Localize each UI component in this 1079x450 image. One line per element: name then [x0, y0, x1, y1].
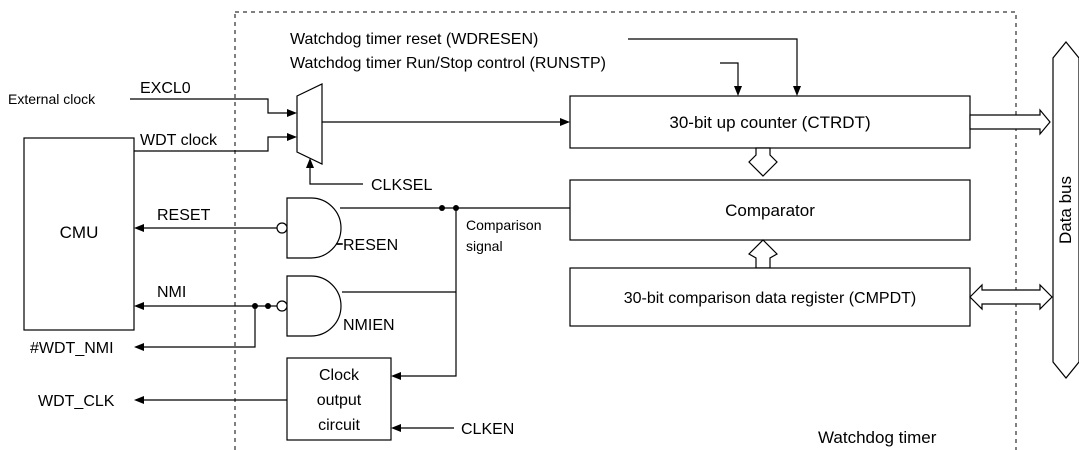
comparator-label: Comparator: [725, 201, 815, 220]
nmi-node-2: [265, 303, 271, 309]
runstp-line: [720, 62, 739, 87]
wdt-clk-arrow: [134, 396, 144, 404]
comparison-vertical-line: [400, 208, 457, 377]
nmi-label: NMI: [157, 284, 186, 301]
wdt-nmi-line: [144, 306, 256, 348]
clken-label: CLKEN: [461, 421, 514, 438]
excl0-line: [130, 98, 288, 114]
runstp-label: Watchdog timer Run/Stop control (RUNSTP): [290, 55, 606, 72]
clock-mux: [296, 83, 323, 165]
nmien-label: NMIEN: [343, 317, 395, 334]
clksel-label: CLKSEL: [371, 177, 432, 194]
nmi-arrow: [134, 302, 144, 310]
register-bus-arrow: [969, 283, 1053, 311]
wdresen-label: Watchdog timer reset (WDRESEN): [290, 31, 538, 48]
clksel-line: [309, 167, 363, 185]
wdt-nmi-arrow: [134, 343, 144, 351]
up-counter-label: 30-bit up counter (CTRDT): [669, 113, 870, 132]
cmp-register-block: [569, 267, 971, 327]
register-to-comparator-arrow: [748, 239, 778, 269]
counter-to-bus-arrow: [969, 108, 1051, 136]
resen-label: RESEN: [343, 237, 398, 254]
reset-gate-inverter: [276, 222, 288, 234]
watchdog-boundary: [234, 11, 1017, 450]
runstp-arrow: [734, 86, 742, 96]
wdt-clk-label: WDT_CLK: [38, 393, 115, 410]
excl0-label: EXCL0: [140, 80, 191, 97]
wdresen-line: [628, 38, 798, 87]
comparison-signal-label-1: Comparison: [466, 217, 541, 233]
nmi-and-gate: [286, 275, 342, 337]
cmu-block: [23, 137, 135, 331]
comparator-block: [569, 179, 971, 241]
clock-output-label-1: Clock: [319, 367, 360, 384]
cmp-register-label: 30-bit comparison data register (CMPDT): [624, 290, 917, 307]
clock-output-label-2: output: [317, 392, 362, 409]
reset-and-gate: [286, 197, 342, 259]
nmi-gate-inverter: [276, 300, 288, 312]
counter-input-arrow: [560, 118, 570, 126]
counter-to-comparator-arrow: [748, 147, 778, 177]
clksel-arrow: [306, 158, 314, 168]
clock-out-input-arrow: [391, 372, 401, 380]
reset-label: RESET: [157, 207, 211, 224]
excl0-arrow: [287, 109, 297, 117]
wdresen-arrow: [793, 86, 801, 96]
data-bus-label: Data bus: [1056, 176, 1075, 244]
clken-arrow: [391, 424, 401, 432]
clock-output-label-3: circuit: [318, 417, 360, 434]
wdt-clock-line: [130, 136, 288, 152]
up-counter-block: [569, 95, 971, 149]
wdt-clock-label: WDT clock: [140, 132, 218, 149]
clock-output-circuit: [286, 357, 392, 441]
comparison-signal-label-2: signal: [466, 238, 503, 254]
watchdog-title: Watchdog timer: [818, 428, 937, 447]
reset-arrow: [134, 224, 144, 232]
cmu-label: CMU: [60, 223, 99, 242]
wdt-nmi-label: #WDT_NMI: [30, 340, 114, 357]
external-clock-label: External clock: [8, 91, 96, 107]
comparison-node: [453, 205, 459, 211]
comparison-node-top: [439, 205, 445, 211]
wdt-clock-arrow: [287, 133, 297, 141]
data-bus: [1052, 41, 1079, 379]
